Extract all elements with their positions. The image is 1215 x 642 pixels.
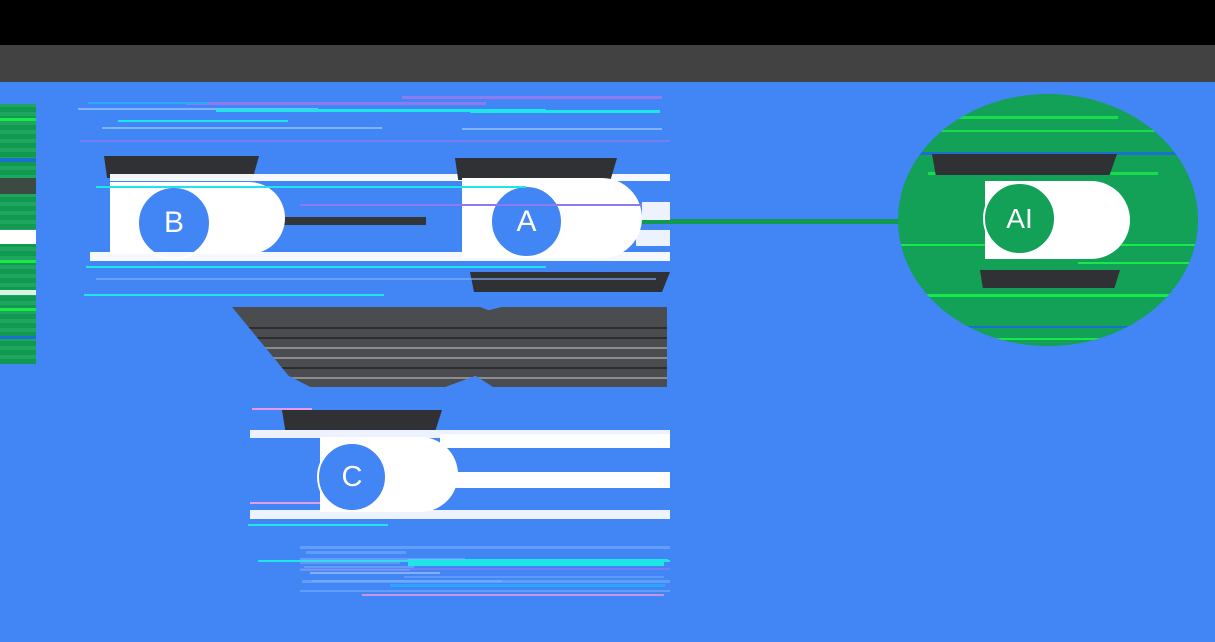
glitch-line (636, 230, 670, 246)
badge-ai[interactable]: AI (983, 182, 1056, 255)
glitch-line (898, 130, 1158, 132)
badge-ai-label: AI (1006, 202, 1033, 234)
glitch-line (86, 266, 546, 268)
badge-c[interactable]: C (317, 442, 387, 512)
glitch-line (898, 326, 1198, 328)
connector-a-to-ai[interactable] (640, 219, 940, 224)
glitch-line (96, 186, 526, 188)
glitch-line (306, 551, 406, 554)
glitch-line (250, 502, 320, 504)
glitch-line (440, 434, 670, 448)
glitch-line (408, 563, 664, 566)
glitch-line (80, 140, 670, 142)
badge-c-label: C (341, 460, 363, 493)
glitch-line (0, 260, 36, 263)
glitch-line (1078, 262, 1198, 264)
glitch-line (0, 336, 36, 339)
glitch-line (452, 472, 670, 488)
glitch-line (898, 294, 1198, 297)
glitch-line (300, 568, 670, 570)
glitch-line (96, 278, 656, 280)
glitch-line (362, 594, 664, 596)
glitch-line (252, 408, 312, 410)
glitch-line (470, 110, 660, 113)
top-black-band (0, 0, 1215, 45)
glitch-line (0, 158, 36, 162)
glitch-line (300, 562, 400, 564)
glitch-line (310, 572, 440, 574)
glitch-line (642, 202, 670, 220)
node-c-title-redaction (282, 410, 442, 430)
glitch-line (978, 338, 1158, 340)
glitch-line (90, 252, 670, 261)
glitch-line (300, 546, 670, 549)
badge-a-label: A (516, 204, 537, 238)
glitch-line (0, 230, 36, 244)
node-a-subtitle-redaction (470, 272, 670, 292)
glitch-line (78, 108, 318, 110)
glitch-line (300, 204, 670, 206)
glitch-line (898, 152, 1198, 155)
glitch-line (300, 569, 410, 571)
glitch-line (186, 102, 486, 105)
glitch-line (216, 109, 546, 112)
node-b-title-redaction (104, 156, 259, 178)
window-title-bar[interactable]: Untitled (0, 45, 1215, 118)
glitch-line (312, 580, 502, 582)
connector-b-to-a[interactable] (283, 217, 426, 225)
glitch-line (0, 290, 36, 295)
node-ai-subtitle-redaction (980, 270, 1120, 288)
glitch-line (390, 584, 665, 587)
glitch-line (0, 308, 36, 311)
glitch-line (0, 118, 36, 121)
glitch-line (248, 524, 388, 526)
glitch-line (84, 294, 384, 296)
glitch-line (88, 102, 208, 104)
badge-b-label: B (163, 206, 184, 239)
badge-b[interactable]: B (137, 186, 211, 260)
glitch-line (300, 590, 670, 592)
glitch-line (102, 127, 382, 129)
glitch-line (304, 566, 414, 568)
glitch-line (0, 178, 36, 194)
glitch-line (404, 576, 664, 578)
center-text-redaction-slab (232, 307, 667, 387)
badge-a[interactable]: A (490, 185, 563, 258)
glitch-line (918, 116, 1118, 119)
glitch-line (250, 510, 670, 519)
glitch-line (462, 128, 662, 130)
glitch-line (118, 120, 288, 122)
glitch-line (402, 96, 662, 99)
graph-canvas[interactable]: AI B A (0, 82, 1215, 642)
node-a-title-redaction (455, 158, 617, 180)
left-edge-green-panel (0, 104, 36, 364)
glitch-line (110, 174, 670, 181)
node-ai-title-redaction (932, 154, 1117, 175)
glitch-line (300, 558, 465, 561)
